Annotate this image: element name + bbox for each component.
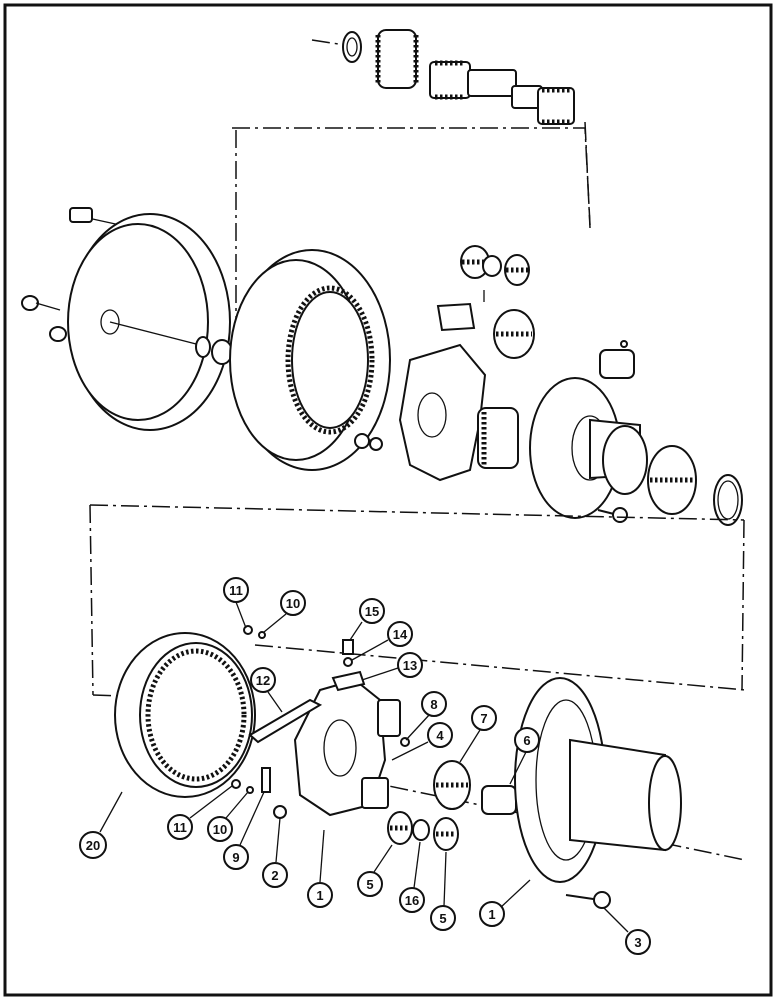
svg-text:5: 5 [366,877,373,892]
svg-text:8: 8 [430,697,437,712]
svg-text:1: 1 [316,888,323,903]
callout-14: 14 [351,621,413,661]
spindle-1 [514,677,682,909]
svg-text:20: 20 [86,838,100,853]
callout-1-carrier: 1 [307,829,333,908]
callout-11-upper: 11 [223,577,249,629]
ring-gear-housing [229,249,391,471]
svg-text:6: 6 [523,733,530,748]
callout-5-left: 5 [357,844,393,897]
svg-text:5: 5 [439,911,446,926]
svg-text:1: 1 [488,907,495,922]
callout-10-lower: 10 [207,791,249,842]
svg-text:11: 11 [229,583,243,598]
callout-9: 9 [223,791,265,870]
svg-text:16: 16 [405,893,419,908]
callout-6: 6 [509,727,540,785]
svg-text:10: 10 [286,596,300,611]
top-shaft-assembly [311,29,575,125]
svg-text:7: 7 [480,711,487,726]
planet-carrier-upper [398,245,635,482]
callout-3: 3 [603,907,651,955]
svg-text:11: 11 [173,820,187,835]
diagram-border [3,3,773,997]
callout-4: 4 [391,722,453,761]
callout-8: 8 [405,691,447,741]
callout-1-spindle: 1 [479,879,531,927]
svg-text:15: 15 [365,604,379,619]
planet-carrier-1 [231,625,410,819]
svg-text:10: 10 [213,822,227,837]
callout-7: 7 [459,705,497,763]
svg-text:12: 12 [256,673,270,688]
callout-10-upper: 10 [263,590,306,633]
svg-text:13: 13 [403,658,417,673]
svg-text:3: 3 [634,935,641,950]
callout-15: 15 [349,598,385,641]
callout-16: 16 [399,841,425,913]
callout-2: 2 [262,817,288,888]
callout-12: 12 [250,667,283,713]
svg-text:14: 14 [393,627,408,642]
callout-20: 20 [79,791,123,859]
callout-13: 13 [361,652,423,681]
svg-text:2: 2 [271,868,278,883]
ring-gear-20 [114,632,256,798]
upper-spindle-flange [529,377,743,526]
callout-5-right: 5 [430,851,456,931]
svg-text:9: 9 [232,850,239,865]
callout-11-lower: 11 [167,785,233,840]
upper-hub-housing [21,207,233,431]
planet-gear-7 [387,760,517,851]
svg-text:4: 4 [436,728,444,743]
